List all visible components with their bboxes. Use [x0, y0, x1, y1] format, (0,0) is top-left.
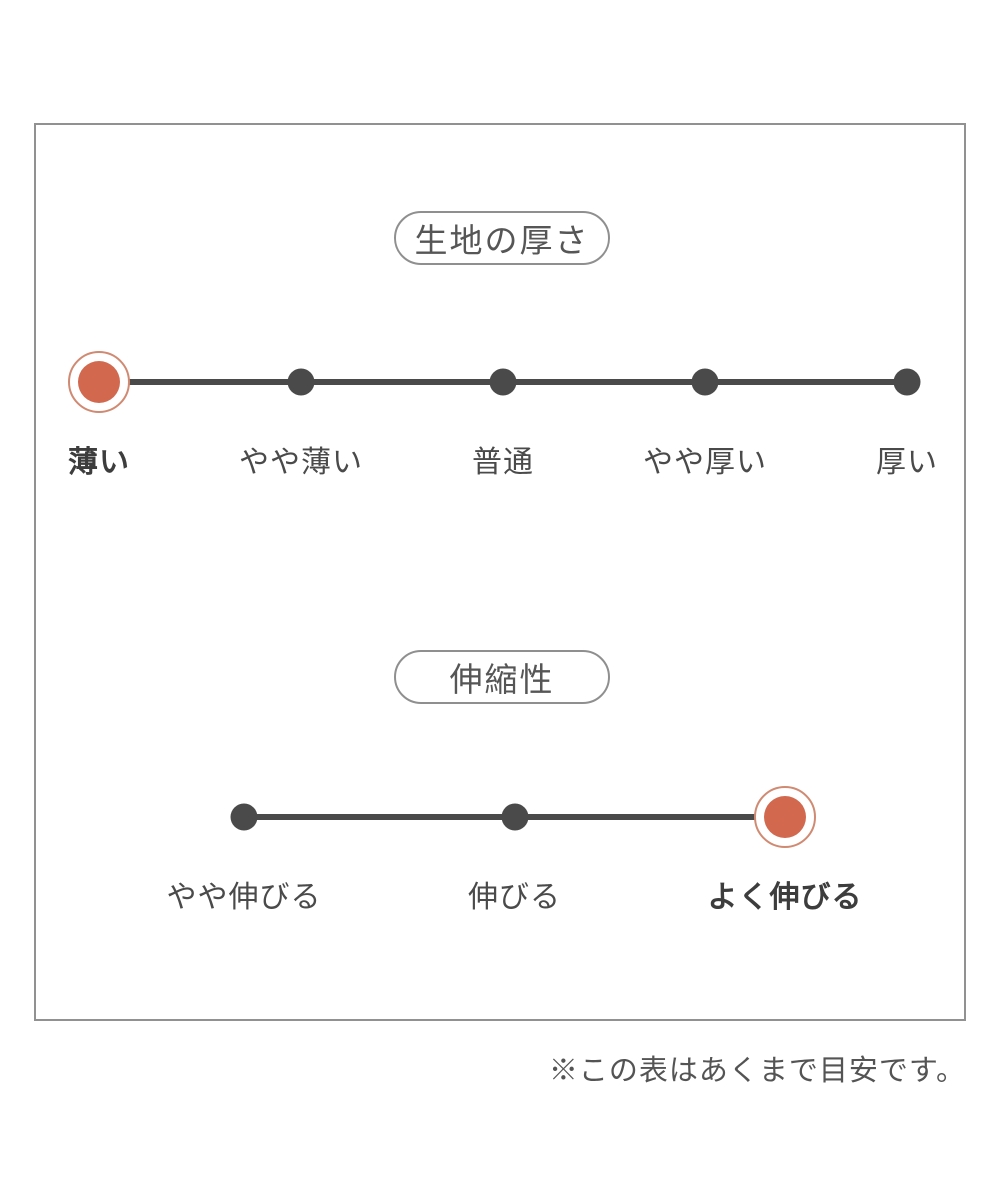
scale-dot-selected	[78, 361, 120, 403]
disclaimer-note: ※この表はあくまで目安です。	[548, 1055, 966, 1087]
scale-dot	[230, 803, 258, 831]
scale-dot-selected	[764, 796, 806, 838]
scale-label: やや伸びる	[166, 881, 322, 914]
scale-dot	[893, 368, 921, 396]
scale-label: やや薄い	[239, 446, 363, 479]
thickness-title-pill: 生地の厚さ	[394, 211, 610, 265]
scale-dot	[691, 368, 719, 396]
scale-dot	[489, 368, 517, 396]
scale-label: 厚い	[876, 446, 938, 479]
stretch-title: 伸縮性	[449, 661, 555, 698]
scale-label: 薄い	[68, 446, 130, 479]
scale-label: 普通	[472, 446, 534, 479]
stretch-title-pill: 伸縮性	[394, 650, 610, 704]
scale-dot	[287, 368, 315, 396]
scale-label: 伸びる	[468, 881, 561, 914]
thickness-title: 生地の厚さ	[414, 222, 590, 259]
scale-label: やや厚い	[643, 446, 767, 479]
scale-label: よく伸びる	[707, 881, 863, 914]
scale-dot	[501, 803, 528, 831]
spec-chart-box: 生地の厚さ 薄い やや薄い 普通 やや厚い 厚い 伸縮性 やや伸びる 伸びる よく伸びる	[34, 123, 966, 1021]
